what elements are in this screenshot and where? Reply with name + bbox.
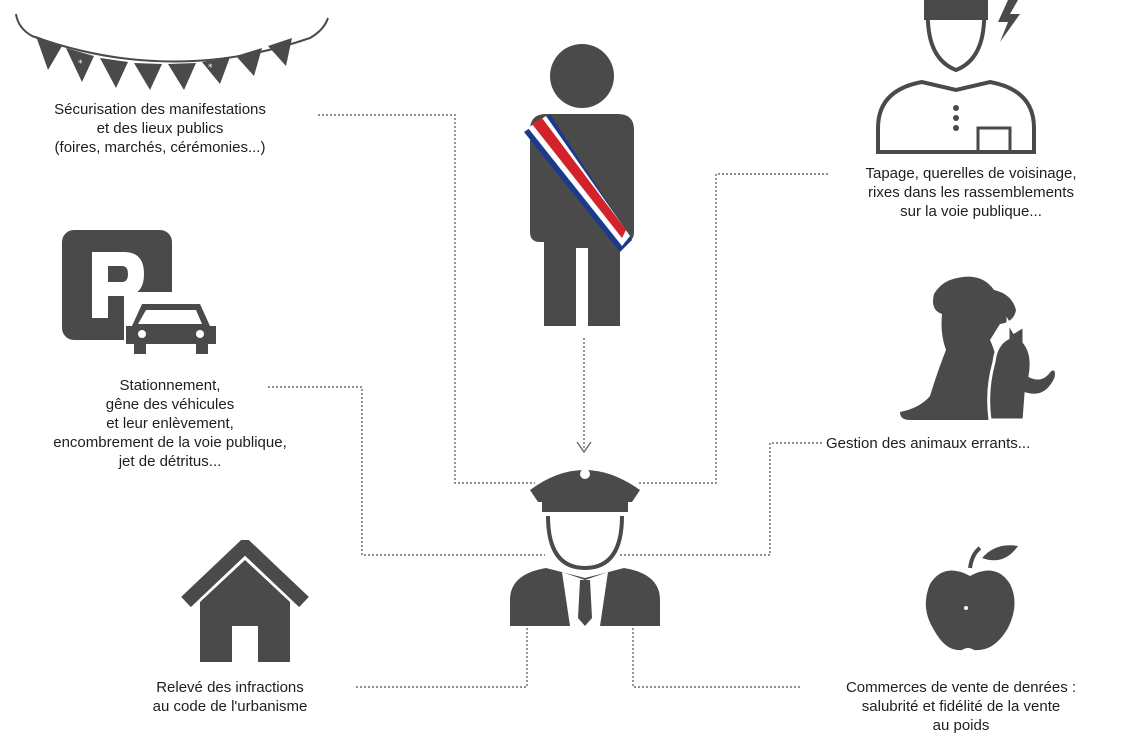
parking-line-1: Stationnement, bbox=[119, 377, 221, 394]
parking-label: Stationnement, gêne des véhicules et leu… bbox=[8, 376, 332, 471]
parking-line-4: encombrement de la voie publique, bbox=[53, 434, 287, 451]
connector-food bbox=[632, 628, 800, 688]
connector-urbanism bbox=[356, 628, 528, 688]
parking-car-icon bbox=[62, 230, 222, 360]
food-line-2: salubrité et fidélité de la vente bbox=[861, 698, 1061, 715]
food-line-1: Commerces de vente de denrées : bbox=[845, 679, 1077, 696]
food-line-3: au poids bbox=[932, 717, 990, 734]
events-line-1: Sécurisation des manifestations bbox=[54, 101, 266, 118]
parking-line-5: jet de détritus... bbox=[118, 453, 222, 470]
noise-label: Tapage, querelles de voisinage, rixes da… bbox=[814, 164, 1128, 221]
connector-noise bbox=[638, 173, 828, 484]
animals-line-1: Gestion des animaux errants... bbox=[826, 435, 1031, 452]
house-icon bbox=[180, 540, 310, 665]
municipal-police-officer-icon bbox=[500, 450, 670, 630]
urbanism-label: Relevé des infractions au code de l'urba… bbox=[110, 678, 350, 716]
connector-animals bbox=[620, 442, 822, 556]
svg-text:*: * bbox=[78, 59, 83, 69]
svg-text:*: * bbox=[208, 63, 213, 73]
parking-line-3: et leur enlèvement, bbox=[106, 415, 234, 432]
connector-events bbox=[318, 114, 535, 484]
urbanism-line-1: Relevé des infractions bbox=[156, 679, 304, 696]
apple-icon bbox=[920, 540, 1030, 660]
noise-line-1: Tapage, querelles de voisinage, bbox=[865, 165, 1077, 182]
events-label: Sécurisation des manifestations et des l… bbox=[8, 100, 312, 157]
animals-label: Gestion des animaux errants... bbox=[826, 434, 1122, 453]
food-label: Commerces de vente de denrées : salubrit… bbox=[796, 678, 1126, 735]
events-line-2: et des lieux publics bbox=[96, 120, 224, 137]
noise-line-3: sur la voie publique... bbox=[900, 203, 1042, 220]
arrowhead-icon bbox=[576, 441, 592, 454]
mayor-with-tricolor-sash-icon bbox=[510, 42, 650, 332]
dog-and-cat-icon bbox=[890, 270, 1060, 430]
events-line-3: (foires, marchés, cérémonies...) bbox=[54, 139, 266, 156]
connector-parking bbox=[268, 386, 545, 556]
angry-neighbor-icon bbox=[870, 0, 1040, 155]
urbanism-line-2: au code de l'urbanisme bbox=[152, 698, 308, 715]
bunting-flags-icon: * * bbox=[10, 8, 330, 92]
noise-line-2: rixes dans les rassemblements bbox=[868, 184, 1074, 201]
parking-line-2: gêne des véhicules bbox=[105, 396, 235, 413]
